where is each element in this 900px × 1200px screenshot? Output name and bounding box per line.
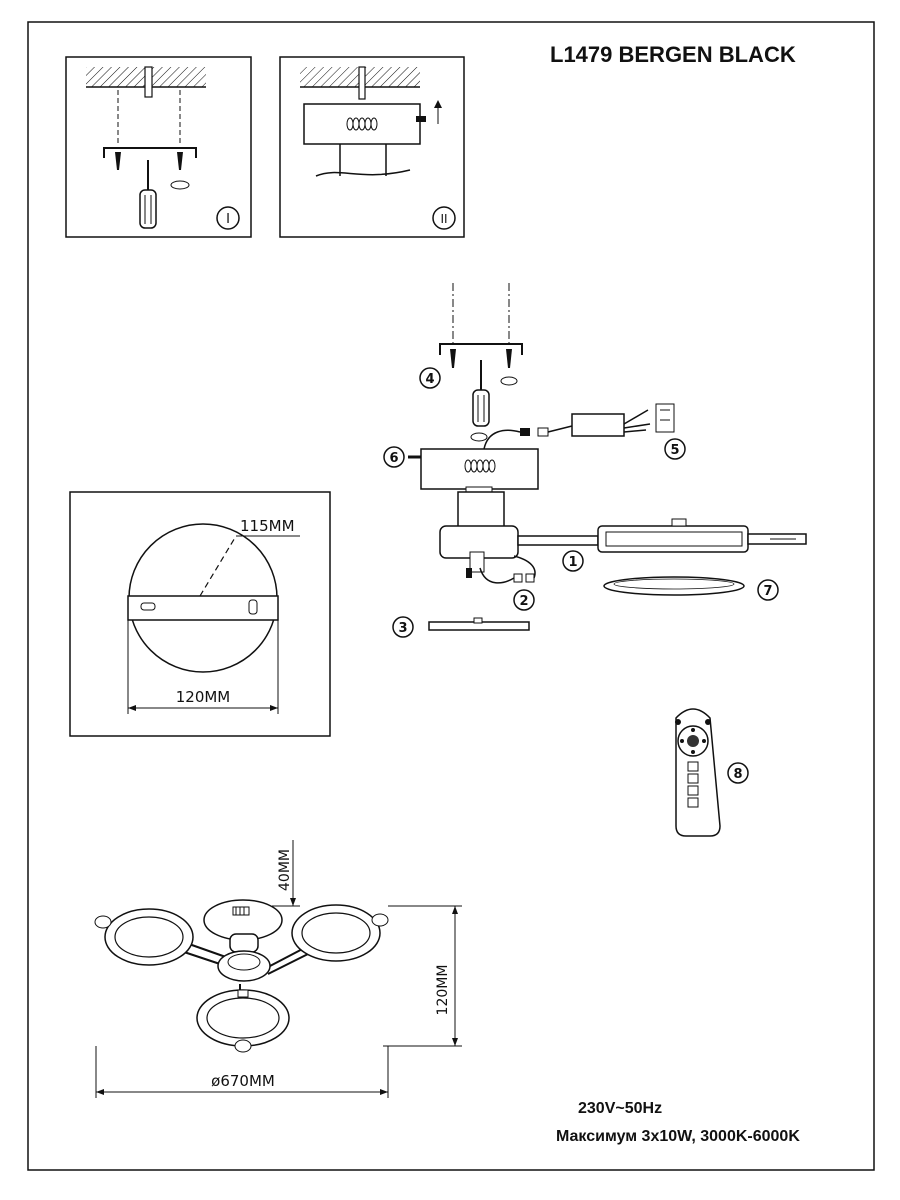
page-border bbox=[27, 21, 875, 1171]
mounting-plate-panel: 115MM 120MM bbox=[69, 491, 331, 737]
callout-4: 4 bbox=[425, 372, 434, 387]
base-height-label: 40MM bbox=[277, 849, 293, 891]
callout-7: 7 bbox=[763, 584, 772, 599]
step-2-label: II bbox=[440, 212, 447, 226]
power-spec: Максимум 3x10W, 3000K-6000K bbox=[556, 1128, 800, 1145]
overall-fixture-drawing: 40MM 120MM ø670MM bbox=[94, 840, 462, 1098]
exploded-assembly bbox=[408, 283, 807, 631]
hole-spacing-label: 115MM bbox=[240, 517, 295, 535]
diameter-label: ø670MM bbox=[211, 1072, 275, 1090]
callout-3: 3 bbox=[398, 621, 407, 636]
voltage-spec: 230V~50Hz bbox=[578, 1100, 663, 1117]
callout-circles bbox=[383, 367, 779, 784]
total-height-label: 120MM bbox=[435, 965, 451, 1016]
callout-1: 1 bbox=[568, 555, 577, 570]
plate-width-label: 120MM bbox=[176, 688, 231, 706]
callout-6: 6 bbox=[389, 451, 398, 466]
step-1-panel: I bbox=[65, 56, 252, 238]
callout-5: 5 bbox=[670, 443, 679, 458]
product-title: L1479 BERGEN BLACK bbox=[550, 42, 796, 67]
callout-8: 8 bbox=[733, 767, 742, 782]
step-1-label: I bbox=[226, 212, 230, 227]
step-2-panel: II bbox=[279, 56, 465, 238]
remote-control bbox=[675, 708, 721, 837]
callout-2: 2 bbox=[519, 594, 528, 609]
